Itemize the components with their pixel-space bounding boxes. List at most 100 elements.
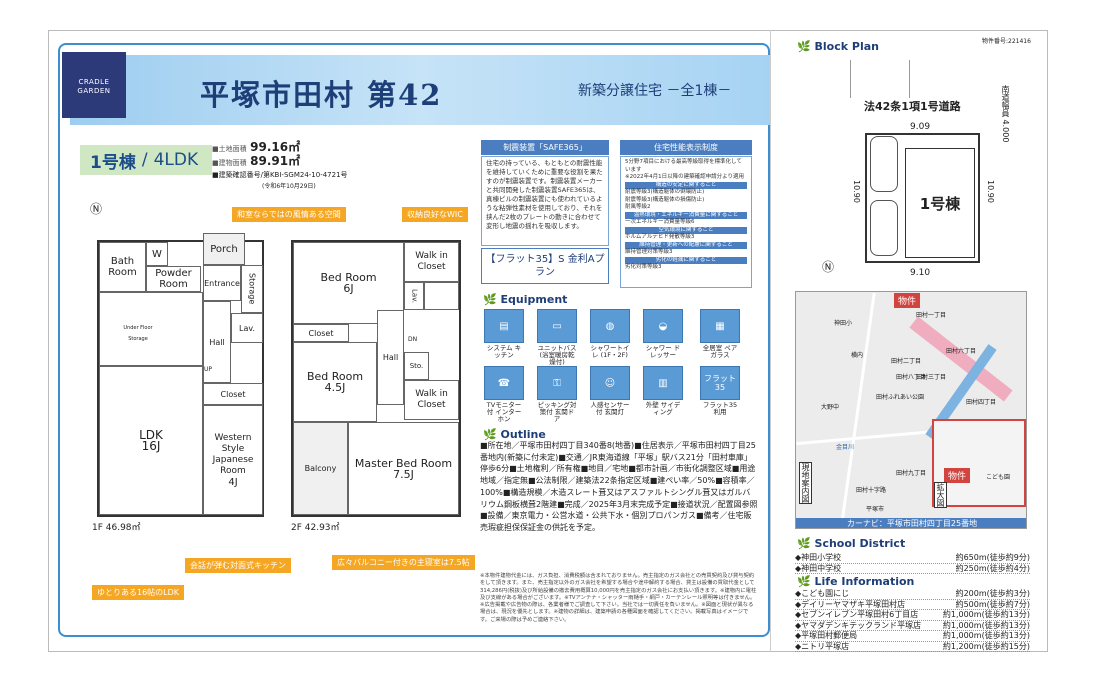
map-label: 田村九丁目 [896,470,927,477]
room-powder: Powder Room [146,266,201,292]
road-label: 法42条1項1号道路 [864,100,961,113]
school-title: 🌿 School District [797,537,906,550]
room-lav-1f: Lav. [231,313,263,343]
room-storage: Storage [241,265,263,313]
confirmation-date: (令和6年10月29日) [262,183,316,190]
room-label: Closet [308,328,334,338]
location-map[interactable]: 物件 物件 現地案内図 拡大図 神田小 田村一丁目 横内 田村二丁目 田村三丁目… [795,291,1027,529]
room-label: Balcony [304,464,337,473]
car-icon [870,136,898,192]
room-label: Storage [247,273,257,305]
outline-title-text: Outline [500,428,546,441]
list-item: ◆神田中学校 約250m(徒歩約4分) [795,563,1030,574]
equip-label: 外壁 サイディング [645,401,681,416]
equip-label: シャワートイレ (1F・2F) [590,344,630,359]
room-label: Bath Room [108,256,137,278]
map-label: 横内 [851,352,864,359]
room-balcony: Balcony [293,422,348,515]
life-name: ◆セブンイレブン平塚田村6丁目店 [795,610,919,619]
map-label: 田村三丁目 [916,374,947,381]
intercom-icon: ☎ [484,366,524,400]
compass-icon: Ⓝ [90,202,103,216]
room-label: Bed Room [306,370,364,383]
school-name: ◆神田中学校 [795,563,842,573]
flat35-box: 【フラット35】S 金利Aプラン [481,248,609,284]
carnavi-label: カーナビ：平塚市田村四丁目25番地 [796,518,1026,528]
land-area-label: ■土地面積 [212,145,247,153]
life-dist: 約1,200m(徒歩約15分) [942,641,1030,651]
blockplan-title-text: Block Plan [814,40,879,53]
room-size: 4J [228,476,238,488]
room-label: Hall [382,353,399,362]
road-area [850,60,910,98]
equip-kitchen: ▤システム キッチン [484,309,524,359]
life-name: ◆ニトリ平塚店 [795,641,850,651]
window-icon: ▦ [700,309,740,343]
property-number: 物件番号:221416 [982,38,1031,45]
map-label: 田村四丁目 [966,399,997,406]
callout-kitchen: 会話が弾む対面式キッチン [185,558,291,573]
room-label: Lav. [238,323,255,333]
equip-label: 全居室 ペアガラス [702,344,738,359]
key-icon: ⚿ [537,366,577,400]
equip-label: ユニットバス (浴室暖房乾燥付) [537,344,577,366]
room-label: Bed Room [320,271,377,284]
dresser-icon: ◒ [643,309,683,343]
room-label: Sto. [409,361,424,370]
perf-line: 維持管理・更新への配慮に関すること [625,241,747,249]
life-title-text: Life Information [814,575,915,588]
dim-right: 10.90 [986,180,995,203]
cradle-garden-logo: CRADLE GARDEN [62,52,126,118]
flat35-icon: フラット 35 [700,366,740,400]
outline-note: ※本物件建物代金には、ガス負担、消費税額は含まれておりません。売主指定のガス会社… [480,573,757,623]
room-label: Entrance [204,278,240,288]
room-label: Powder Room [155,268,192,290]
room-label: Western Style Japanese Room [212,432,254,476]
school-list: ◆神田小学校約650m(徒歩約9分) ◆神田中学校約250m(徒歩約4分) [795,553,1030,574]
building-area: 89.91㎡ [250,154,301,168]
room-entrance: Entrance [203,265,241,301]
room-label: LDK [139,427,163,442]
room-size: 4.5J [324,381,346,394]
life-dist: 約500m(徒歩約7分) [955,599,1030,609]
room-label: W [152,248,162,260]
map-label: 金目川 [836,444,855,451]
room-label: Lav. [410,288,419,303]
safe-text: 住宅の持っている、もともとの耐震性能を維持していくために重要な役割を果たすのが制… [486,159,603,230]
room-size: 16J [141,438,161,453]
room-kitchen: Under Floor Storage [99,292,203,366]
callout-balcony: 広々バルコニー付きの主寝室は7.5帖 [332,555,475,570]
floor2-area: 2F 42.93㎡ [291,523,340,533]
room-label: Closet [220,389,246,399]
unit-label: 1号棟 [90,152,136,173]
equip-label: ピッキング対策付 玄関ドア [537,401,577,423]
unit-layout: 4LDK [153,150,199,170]
equip-toilet: ◍シャワートイレ (1F・2F) [590,309,630,359]
floor1-area: 1F 46.98㎡ [92,523,141,533]
room-toilet-2f [424,282,459,310]
perf-line: 耐震等級3(構造躯体の損傷防止) [625,196,705,203]
callout-wic: 収納良好なWIC [402,207,468,222]
school-dist: 約250m(徒歩約4分) [955,563,1030,573]
perf-body: 5分野7項目における最高等級取得を標準化しています ※2022年4月1日以降の建… [620,156,752,288]
room-sto: Sto. [404,352,429,380]
logo-text: CRADLE GARDEN [77,78,111,95]
page-subtitle: 新築分譲住宅 －全1棟－ [578,83,732,99]
dim-top: 9.09 [910,122,931,132]
flat35-badge: フラット 35 [704,374,736,392]
perf-line: 温熱環境・エネルギー消費量に関すること [625,211,747,219]
room-porch: Porch [203,233,245,265]
life-title: 🌿 Life Information [797,575,915,588]
perf-line: 一次エネルギー消費量等級6 [625,219,695,225]
kakudai-label: 拡大図 [934,482,947,508]
equip-label: TVモニター付 インターホン [486,401,522,423]
school-dist: 約650m(徒歩約9分) [955,553,1030,562]
map-label: 神田小 [834,320,853,327]
room-label: Under Floor Storage [123,325,153,342]
building-area-label: ■建物面積 [212,159,247,167]
life-name: ◆平塚田村郵便局 [795,631,858,640]
list-item: ◆ニトリ平塚店 約1,200m(徒歩約15分) [795,641,1030,652]
equipment-title: 🌿 Equipment [483,293,568,306]
